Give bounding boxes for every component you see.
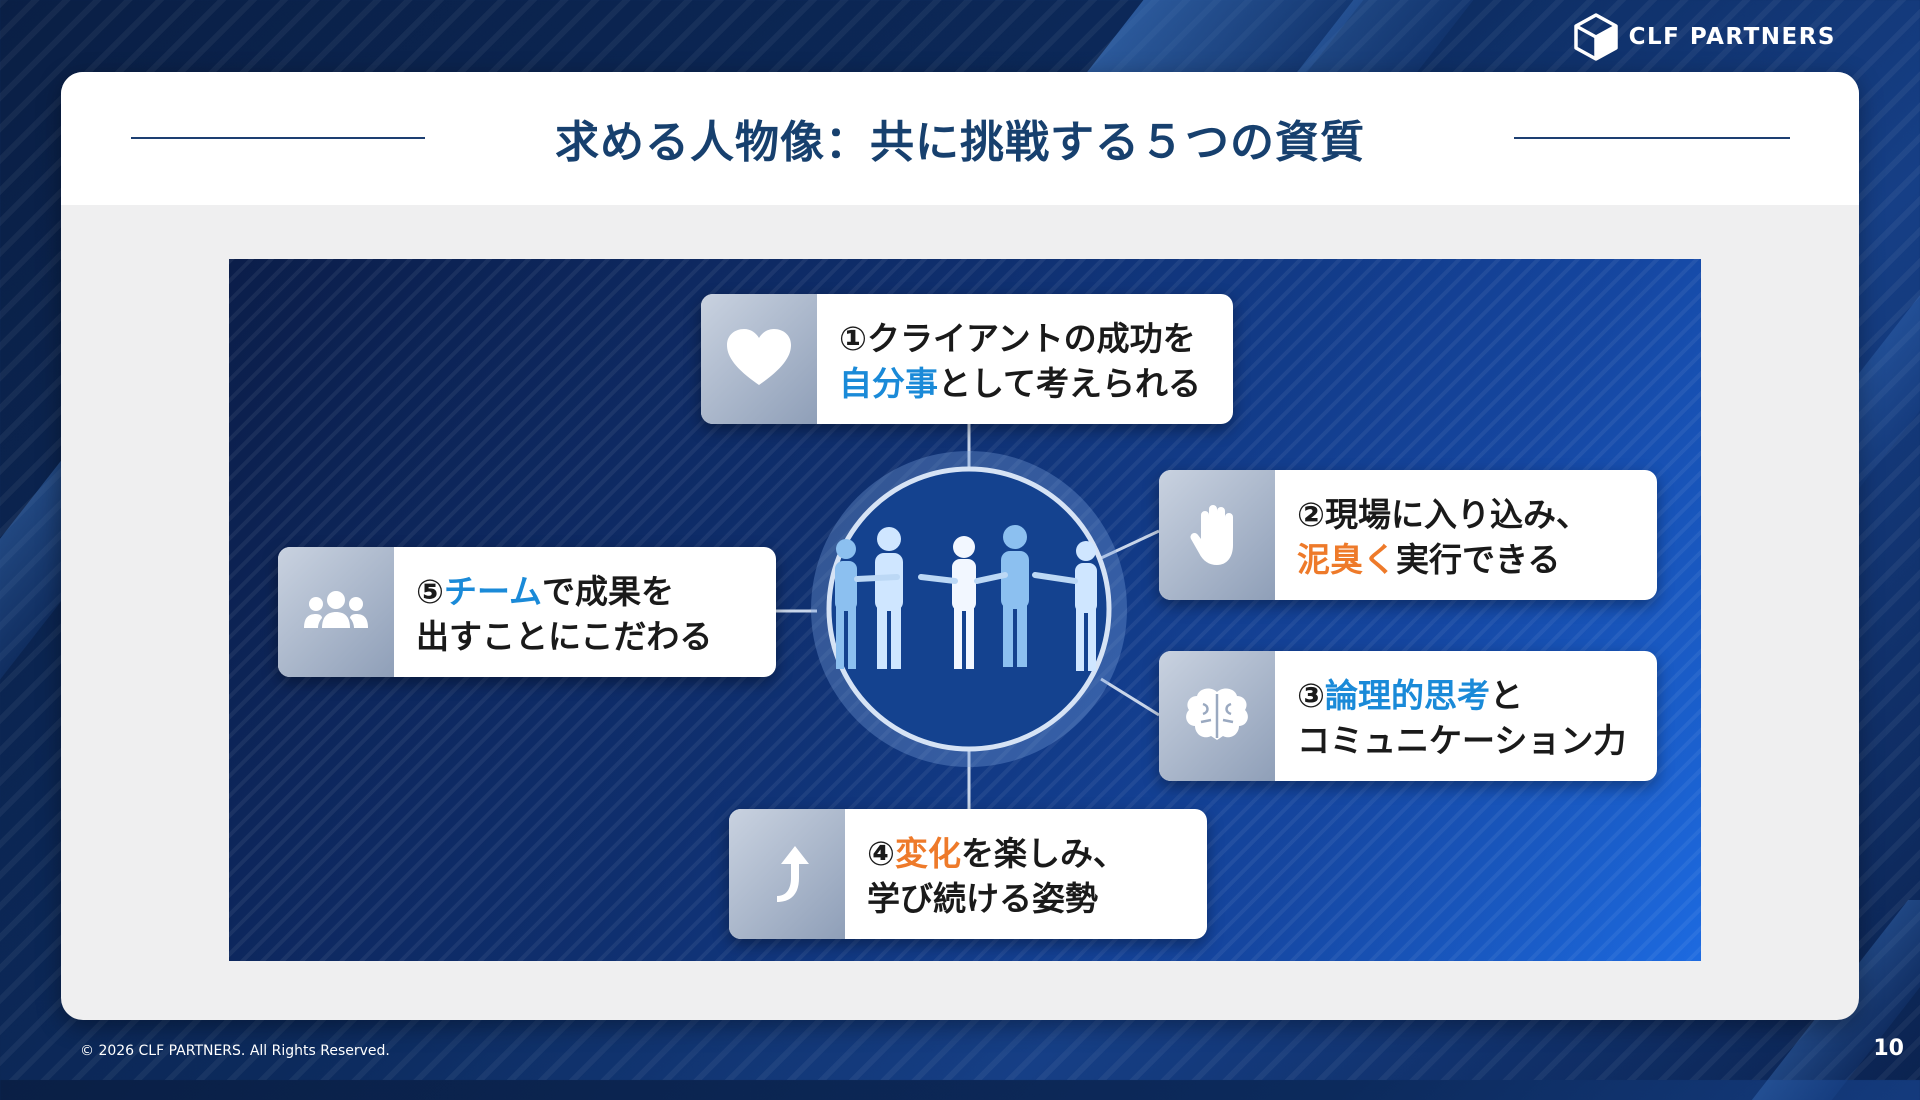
arrow-up-icon-box bbox=[729, 809, 845, 939]
brain-icon bbox=[1181, 680, 1253, 752]
quality-3-line1: と bbox=[1490, 676, 1523, 715]
title-bar: 求める人物像：共に挑戦する５つの資質 bbox=[61, 72, 1859, 205]
quality-5-number: ⑤ bbox=[416, 572, 444, 611]
quality-5-text: ⑤チームで成果を 出すことにこだわる bbox=[394, 547, 712, 677]
quality-card-3: ③論理的思考と コミュニケーション力 bbox=[1159, 651, 1657, 781]
quality-5-highlight: チーム bbox=[444, 572, 542, 611]
quality-1-line1: クライアントの成功を bbox=[867, 319, 1196, 358]
background-stripe bbox=[1081, 0, 1379, 80]
arrow-up-icon bbox=[751, 838, 823, 910]
quality-card-1: ①クライアントの成功を 自分事として考えられる bbox=[701, 294, 1233, 424]
quality-1-highlight: 自分事 bbox=[839, 364, 938, 403]
team-icon-box bbox=[278, 547, 394, 677]
heart-icon-box bbox=[701, 294, 817, 424]
quality-4-highlight: 変化 bbox=[895, 834, 961, 873]
hand-icon bbox=[1181, 499, 1253, 571]
infographic-panel: ①クライアントの成功を 自分事として考えられる ②現場に入り込み、 泥臭く実行で… bbox=[229, 259, 1701, 961]
quality-2-number: ② bbox=[1297, 495, 1325, 534]
quality-3-line2: コミュニケーション力 bbox=[1297, 721, 1626, 760]
quality-3-number: ③ bbox=[1297, 676, 1325, 715]
quality-5-line2: 出すことにこだわる bbox=[416, 617, 712, 656]
brand-name: CLF PARTNERS bbox=[1629, 24, 1836, 50]
quality-4-line1: を楽しみ、 bbox=[961, 834, 1126, 873]
content-card: 求める人物像：共に挑戦する５つの資質 bbox=[61, 72, 1859, 1020]
quality-2-line2: 実行できる bbox=[1396, 540, 1560, 579]
brain-icon-box bbox=[1159, 651, 1275, 781]
team-circle-illustration bbox=[809, 449, 1129, 769]
quality-4-text: ④変化を楽しみ、 学び続ける姿勢 bbox=[845, 809, 1126, 939]
page-number: 10 bbox=[1873, 1036, 1904, 1061]
brand-logo: CLF PARTNERS bbox=[1573, 12, 1836, 62]
copyright-footer: © 2026 CLF PARTNERS. All Rights Reserved… bbox=[80, 1043, 390, 1059]
quality-card-5: ⑤チームで成果を 出すことにこだわる bbox=[278, 547, 776, 677]
quality-2-highlight: 泥臭く bbox=[1297, 540, 1396, 579]
quality-3-highlight: 論理的思考 bbox=[1325, 676, 1490, 715]
title-rule-right bbox=[1514, 137, 1790, 139]
quality-card-4: ④変化を楽しみ、 学び続ける姿勢 bbox=[729, 809, 1207, 939]
quality-2-text: ②現場に入り込み、 泥臭く実行できる bbox=[1275, 470, 1589, 600]
quality-4-line2: 学び続ける姿勢 bbox=[867, 879, 1098, 918]
cube-logo-icon bbox=[1573, 12, 1619, 62]
heart-icon bbox=[723, 323, 795, 395]
quality-1-number: ① bbox=[839, 319, 867, 358]
background-stripe bbox=[1291, 0, 1489, 80]
quality-1-line2: として考えられる bbox=[938, 364, 1201, 403]
quality-5-line1: で成果を bbox=[542, 572, 674, 611]
team-icon bbox=[300, 576, 372, 648]
quality-4-number: ④ bbox=[867, 834, 895, 873]
quality-1-text: ①クライアントの成功を 自分事として考えられる bbox=[817, 294, 1201, 424]
quality-card-2: ②現場に入り込み、 泥臭く実行できる bbox=[1159, 470, 1657, 600]
hand-icon-box bbox=[1159, 470, 1275, 600]
quality-2-line1: 現場に入り込み、 bbox=[1325, 495, 1589, 534]
quality-3-text: ③論理的思考と コミュニケーション力 bbox=[1275, 651, 1626, 781]
